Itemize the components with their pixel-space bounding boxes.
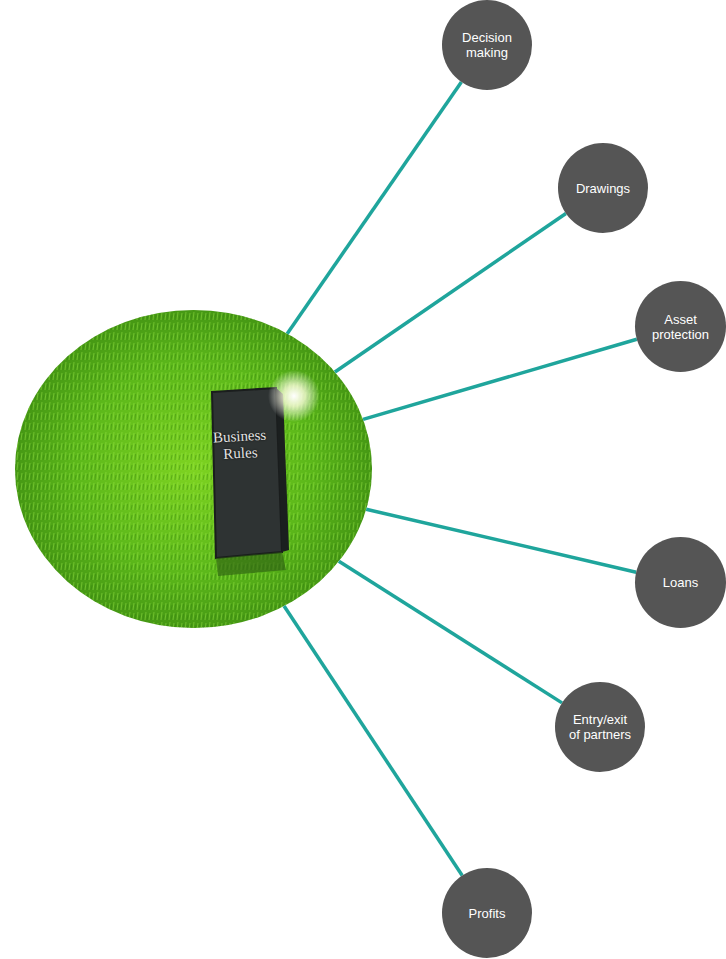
topic-label: Profits	[454, 906, 520, 921]
topic-circle: Profits	[442, 868, 532, 958]
connector-stroke	[335, 213, 566, 372]
topic-label: Asset protection	[648, 312, 714, 342]
sign-shadow	[216, 552, 286, 576]
light-glare	[268, 370, 320, 422]
connector-line	[339, 561, 562, 703]
central-circle: Business Rules	[15, 310, 372, 628]
connector-stroke	[339, 561, 562, 703]
connector-line	[335, 213, 566, 372]
topic-label: Loans	[648, 575, 714, 590]
topic-circle: Asset protection	[635, 281, 726, 372]
grass-texture	[15, 310, 372, 628]
connector-stroke	[366, 509, 636, 572]
topic-label: Drawings	[570, 181, 636, 196]
connector-line	[363, 339, 637, 419]
topic-label: Entry/exit of partners	[567, 712, 633, 742]
connector-line	[284, 606, 462, 875]
sign-title: Business Rules	[202, 426, 278, 464]
connector-line	[366, 509, 636, 572]
topic-circle: Entry/exit of partners	[555, 682, 645, 772]
topic-circle: Decision making	[442, 0, 532, 90]
connector-stroke	[363, 339, 637, 419]
grass-field	[15, 310, 372, 628]
connector-line	[287, 82, 461, 334]
rule-book-sign	[212, 388, 282, 558]
topic-circle: Drawings	[558, 143, 648, 233]
topic-circle: Loans	[635, 537, 726, 628]
connector-stroke	[287, 82, 461, 334]
connector-stroke	[284, 606, 462, 875]
topic-label: Decision making	[454, 30, 520, 60]
